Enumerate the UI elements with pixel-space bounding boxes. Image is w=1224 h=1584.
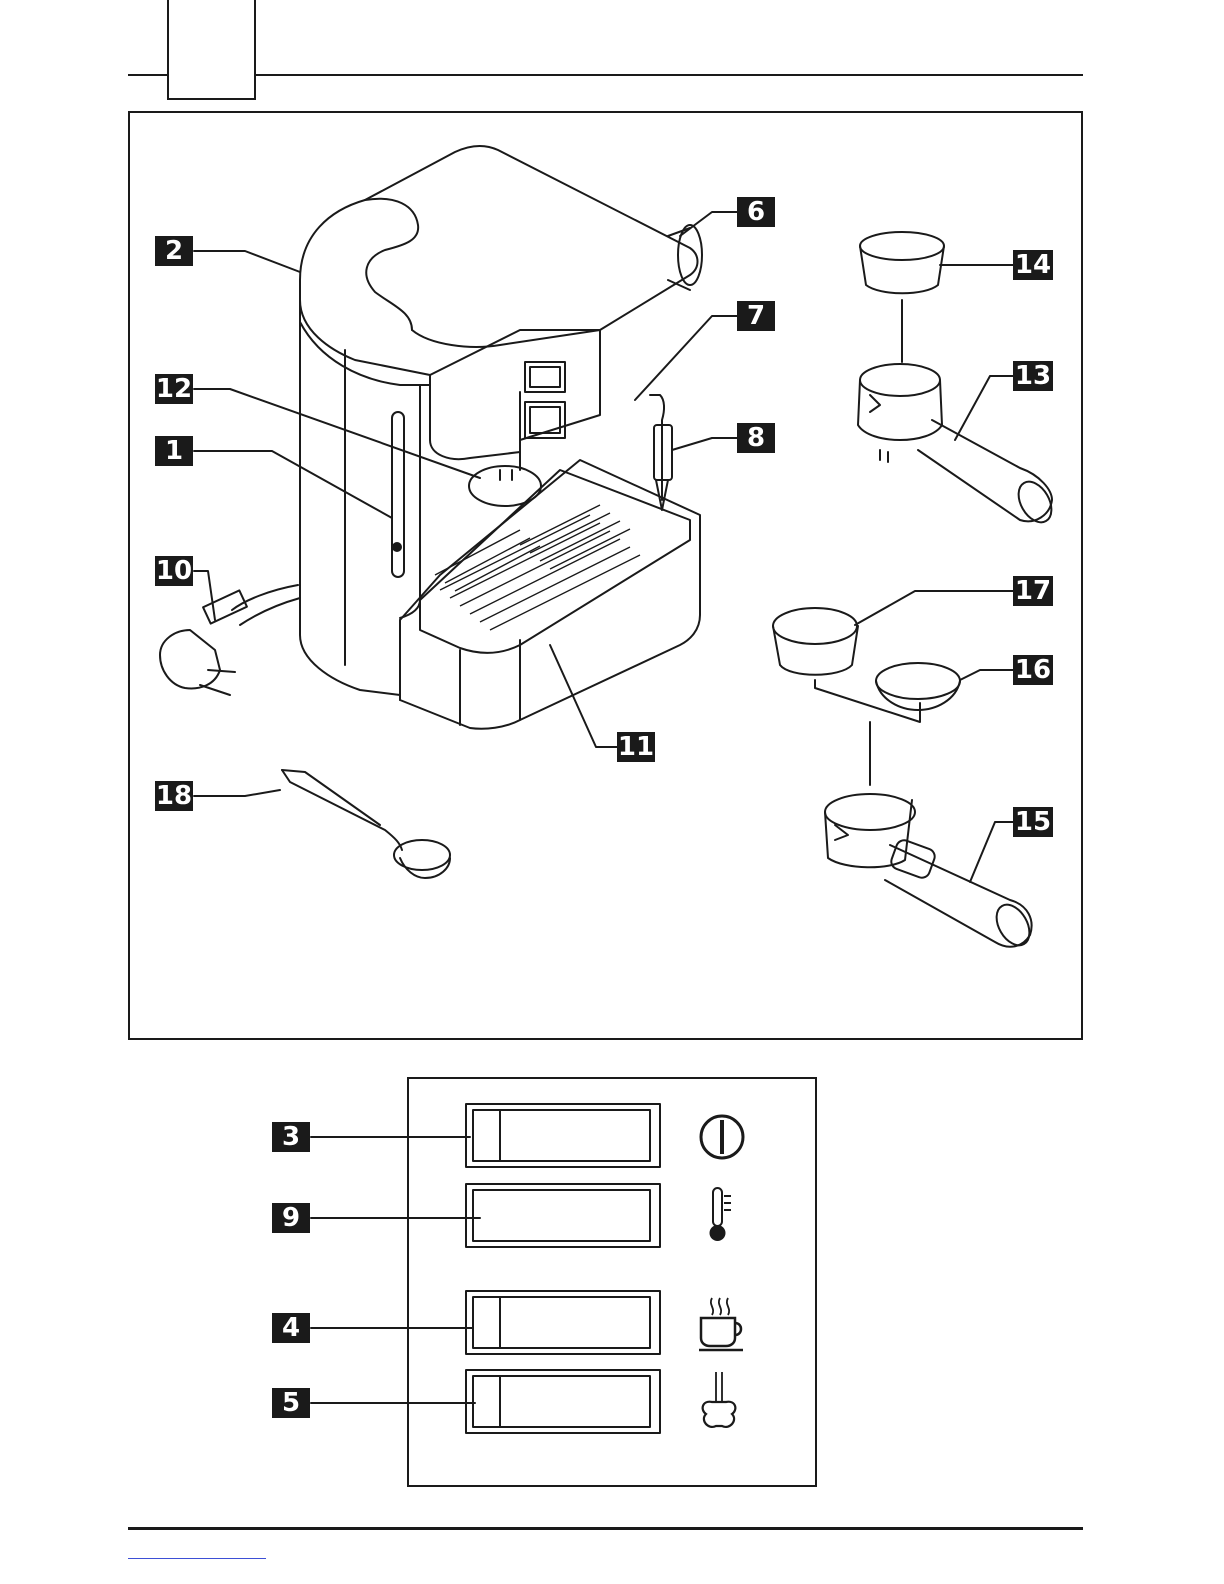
filter-basket-16: [876, 663, 960, 699]
machine-top: [300, 146, 698, 375]
control-panel-frame: [407, 1077, 817, 1487]
filter-basket-17: [773, 608, 857, 644]
portafilter-13: [860, 364, 940, 396]
callout-label: 7: [737, 301, 775, 331]
measuring-spoon: [282, 770, 402, 850]
callout-label: 1: [155, 436, 193, 466]
callout-label: 16: [1013, 655, 1053, 685]
callout-label: 15: [1013, 807, 1053, 837]
power-cord: [232, 585, 300, 625]
panel-callout-label: 3: [272, 1122, 310, 1152]
callout-label: 12: [155, 374, 193, 404]
callout-label: 8: [737, 423, 775, 453]
footer-rule: [128, 1527, 1083, 1530]
water-level-window: [392, 412, 404, 577]
footer-link-underline: [128, 1558, 266, 1559]
callout-label: 10: [155, 556, 193, 586]
callout-label: 2: [155, 236, 193, 266]
panel-callout-label: 4: [272, 1313, 310, 1343]
callout-label: 17: [1013, 576, 1053, 606]
drip-tray: [400, 460, 700, 729]
callout-label: 13: [1013, 361, 1053, 391]
panel-callout-label: 5: [272, 1388, 310, 1418]
callout-label: 14: [1013, 250, 1053, 280]
filter-basket-14: [860, 232, 944, 260]
drip-grate: [435, 505, 640, 630]
callout-label: 6: [737, 197, 775, 227]
panel-callout-label: 9: [272, 1203, 310, 1233]
plug: [160, 630, 220, 688]
callout-label: 18: [155, 781, 193, 811]
portafilter-15: [825, 794, 915, 830]
callout-label: 11: [617, 732, 655, 762]
